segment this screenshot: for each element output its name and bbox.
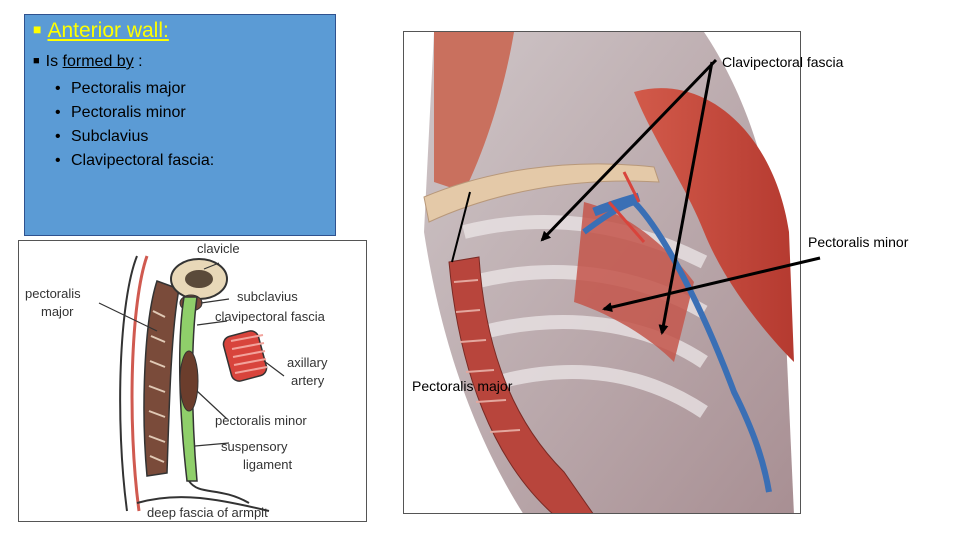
intro-prefix: Is	[45, 53, 63, 70]
label-clavicle: clavicle	[197, 241, 240, 256]
anatomy-illustration	[403, 31, 801, 514]
label-artery: artery	[291, 373, 325, 388]
callout-pectoralis-major: Pectoralis major	[412, 378, 513, 394]
pectoralis-minor-shape	[179, 350, 199, 412]
pectoralis-major-cut-shape	[448, 256, 594, 513]
list-item: Pectoralis minor	[55, 101, 214, 125]
label-major: major	[41, 304, 74, 319]
label-ligament: ligament	[243, 457, 293, 472]
heading: ■ Anterior wall:	[33, 19, 169, 43]
intro-suffix: :	[133, 53, 143, 70]
square-bullet-icon: ■	[33, 21, 42, 37]
pectoralis-major-shape	[143, 280, 180, 477]
skin-line	[119, 255, 138, 512]
label-clavipectoral-fascia: clavipectoral fascia	[215, 309, 325, 324]
deep-fascia-line	[136, 496, 270, 512]
cross-section-diagram: clavicle pectoralis major subclavius cla…	[18, 240, 367, 522]
parts-list: Pectoralis major Pectoralis minor Subcla…	[55, 77, 214, 173]
clavicle-core	[185, 270, 213, 288]
leader-lines	[98, 262, 285, 447]
label-axillary: axillary	[287, 355, 328, 370]
intro-underlined: formed by	[62, 53, 134, 70]
anterior-wall-textbox: ■Anterior wall: ■Is formed by : Pectoral…	[24, 14, 336, 236]
anatomy-drawing	[423, 32, 794, 513]
skin-line	[130, 255, 149, 512]
label-pectoralis: pectoralis	[25, 286, 81, 301]
muscle-fibres	[148, 310, 166, 463]
list-item: Pectoralis major	[55, 77, 214, 101]
label-suspensory: suspensory	[221, 439, 288, 454]
cross-section-drawing	[98, 255, 285, 512]
list-item: Clavipectoral fascia:	[55, 149, 214, 173]
callout-pectoralis-minor: Pectoralis minor	[808, 234, 909, 250]
list-item: Subclavius	[55, 125, 214, 149]
label-pectoralis-minor: pectoralis minor	[215, 413, 307, 428]
muscle-fibres	[453, 279, 521, 433]
intro-line: ■ Is formed by :	[33, 53, 143, 71]
callout-clavipectoral-fascia: Clavipectoral fascia	[722, 54, 844, 70]
heading-text: Anterior wall:	[47, 19, 169, 42]
label-deep-fascia: deep fascia of armpit	[147, 505, 268, 520]
suspensory-ligament-line	[188, 480, 250, 504]
neck-muscle-shape	[434, 32, 514, 192]
axillary-artery-shape	[222, 330, 268, 382]
label-subclavius: subclavius	[237, 289, 298, 304]
square-bullet-icon: ■	[33, 55, 40, 67]
